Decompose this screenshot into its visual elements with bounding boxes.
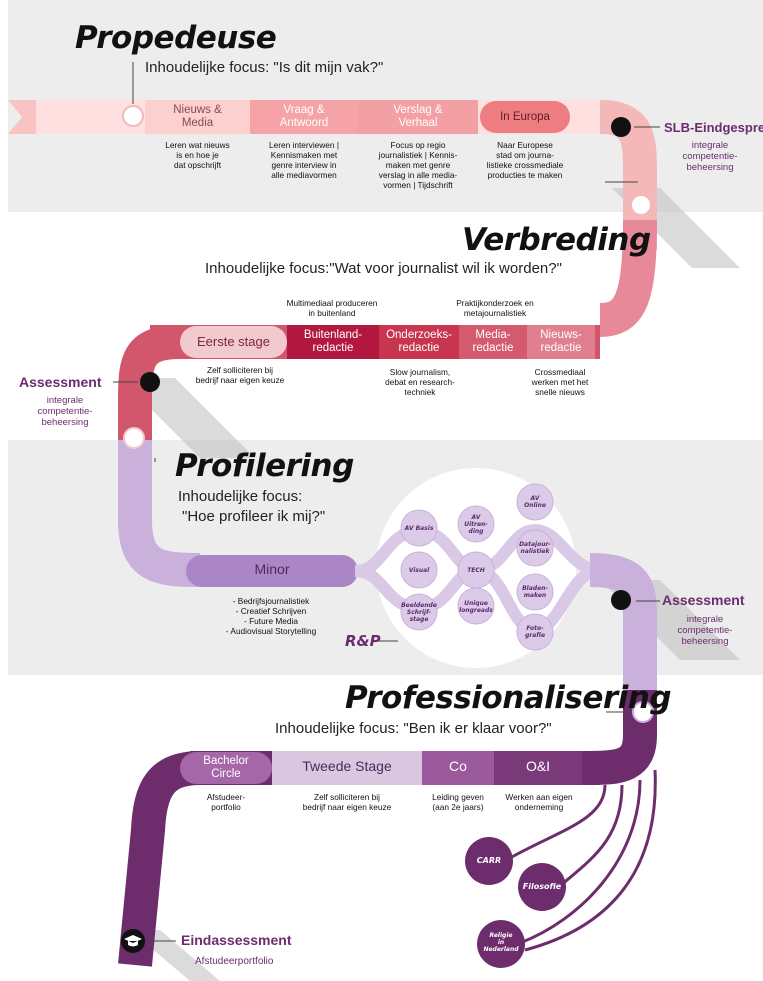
- start-dot: [122, 105, 144, 127]
- focus-connectors: [113, 62, 660, 942]
- minor-list-item-2: - Creatief Schrijven: [235, 606, 307, 616]
- module-buitenland: [287, 325, 379, 359]
- assessment-1-dot: [140, 372, 160, 392]
- propedeuse-curve: [599, 100, 657, 250]
- elective-threads: [509, 769, 657, 952]
- module-verslag-verhaal: [358, 100, 478, 134]
- bubble-longreads: Unique longreads: [459, 600, 493, 614]
- module-desc-verslag-verhaal: Focus op regio journalistiek | Kennis- m…: [378, 140, 458, 190]
- slb-milestone-title: SLB-Eindgesprek: [664, 120, 763, 135]
- module-desc-nieuws-media: Leren wat nieuws is en hoe je dat opschr…: [165, 140, 230, 170]
- eindassessment-sub: Afstudeerportfolio: [195, 956, 274, 967]
- module-desc-co: Leiding geven (aan 2e jaars): [432, 792, 484, 812]
- professionalisering-focus: Inhoudelijke focus: "Ben ik er klaar voo…: [275, 720, 552, 737]
- slb-milestone-sub: integrale competentie- beheersing: [682, 140, 738, 173]
- bubble-tech: TECH: [467, 567, 485, 574]
- module-oi: [494, 751, 582, 785]
- module-label-eerste-stage: Eerste stage: [197, 334, 270, 349]
- module-label-onderzoeks: Onderzoeks- redactie: [386, 329, 452, 354]
- module-desc-eerste-stage: Zelf solliciteren bij bedrijf naar eigen…: [195, 365, 285, 385]
- elective-filosofie: [518, 863, 566, 911]
- module-label-co: Co: [449, 758, 467, 774]
- module-label-media: Media- redactie: [472, 329, 514, 354]
- verbreding-focus: Inhoudelijke focus:"Wat voor journalist …: [205, 260, 562, 277]
- module-desc-in-europa: Naar Europese stad om journa- listieke c…: [486, 140, 564, 180]
- module-desc-buitenland: Multimediaal produceren in buitenland: [286, 298, 378, 318]
- elective-religie: [477, 920, 525, 968]
- module-desc-tweede-stage: Zelf solliciteren bij bedrijf naar eigen…: [302, 792, 392, 812]
- elective-label-filosofie: Filosofie: [522, 882, 562, 891]
- professionalisering-curve: [589, 690, 657, 785]
- module-onderzoeks: [379, 325, 459, 359]
- graduation-cap-icon: [124, 935, 142, 947]
- propedeuse-focus: Inhoudelijke focus: "Is dit mijn vak?": [145, 59, 384, 76]
- minor-list-item-1: - Bedrijfsjournalistiek: [232, 596, 310, 606]
- verbreding-start-dot: [630, 194, 652, 216]
- module-desc-vraag-antwoord: Leren interviewen | Kennismaken met genr…: [269, 140, 339, 180]
- module-label-tweede-stage: Tweede Stage: [302, 758, 392, 774]
- bubble-av-uitrending: AV Uitren- ding: [464, 514, 488, 535]
- profilering-focus-1: Inhoudelijke focus:: [178, 488, 303, 505]
- module-label-buitenland: Buitenland- redactie: [303, 329, 363, 354]
- module-co: [422, 751, 494, 785]
- verbreding-title: Verbreding: [462, 222, 651, 258]
- professionalisering-start-dot: [632, 701, 654, 723]
- eindassessment-title: Eindassessment: [181, 932, 292, 948]
- assessment-1-sub: integrale competentie- beheersing: [37, 395, 93, 428]
- module-in-europa: [480, 101, 570, 133]
- propedeuse-title: Propedeuse: [75, 20, 277, 56]
- bubble-av-basis: AV Basis: [404, 525, 434, 532]
- module-desc-bachelor-circle: Afstudeer- portfolio: [206, 792, 246, 812]
- module-label-nieuws-media: Nieuws & Media: [173, 104, 222, 129]
- module-label-minor: Minor: [254, 561, 290, 577]
- module-bachelor-circle: [180, 752, 272, 784]
- bubble-bladenmaken: Bladen- maken: [522, 585, 548, 599]
- module-desc-media: Praktijkonderzoek en metajournalistiek: [456, 298, 534, 318]
- bubble-schrijfstage: Beeldende Schrijf- stage: [401, 602, 437, 623]
- bubble-av-online: AV Online: [524, 495, 546, 509]
- assessment-2-title: Assessment: [662, 592, 745, 608]
- module-desc-oi: Werken aan eigen onderneming: [505, 792, 573, 812]
- module-label-nieuws: Nieuws- redactie: [540, 329, 582, 354]
- bubble-datajournalistiek: Datajour- nalistiek: [519, 541, 551, 555]
- module-desc-nieuws: Crossmediaal werken met het snelle nieuw…: [531, 367, 589, 397]
- module-label-vraag-antwoord: Vraag & Antwoord: [279, 104, 329, 129]
- profilering-title: Profilering: [175, 448, 354, 484]
- verbreding-curve: [118, 325, 181, 440]
- module-vraag-antwoord: [250, 100, 358, 134]
- minor-list-item-4: - Audiovisual Storytelling: [225, 626, 317, 636]
- module-tweede-stage: [272, 751, 422, 785]
- elective-label-religie: Religie in Nederland: [483, 932, 519, 953]
- module-desc-onderzoeks: Slow journalism, debat en research- tech…: [385, 367, 455, 397]
- module-minor: [186, 555, 358, 587]
- slb-milestone-dot: [611, 117, 631, 137]
- profilering-start-dot: [123, 427, 145, 449]
- elective-label-carr: CARR: [476, 856, 502, 865]
- minor-list-item-3: - Future Media: [244, 616, 298, 626]
- module-label-bachelor-circle: Bachelor Circle: [203, 755, 249, 780]
- elective-carr: [465, 837, 513, 885]
- assessment-2-dot: [611, 590, 631, 610]
- module-nieuws: [527, 325, 595, 359]
- module-label-verslag-verhaal: Verslag & Verhaal: [393, 104, 443, 129]
- module-media: [459, 325, 527, 359]
- rp-label: R&P: [345, 632, 381, 650]
- module-nieuws-media: [145, 100, 250, 134]
- bubble-fotografie: Foto- grafie: [524, 625, 546, 639]
- bubble-visual: Visual: [408, 567, 430, 574]
- module-eerste-stage: [180, 326, 287, 358]
- assessment-1-title: Assessment: [19, 374, 102, 390]
- professionalisering-title: Professionalisering: [345, 680, 672, 716]
- module-label-oi: O&I: [525, 758, 551, 774]
- module-label-in-europa: In Europa: [500, 111, 550, 123]
- profilering-focus-2: "Hoe profileer ik mij?": [182, 508, 326, 525]
- rp-bubbles: [400, 483, 554, 651]
- assessment-2-sub: integrale competentie- beheersing: [677, 614, 733, 647]
